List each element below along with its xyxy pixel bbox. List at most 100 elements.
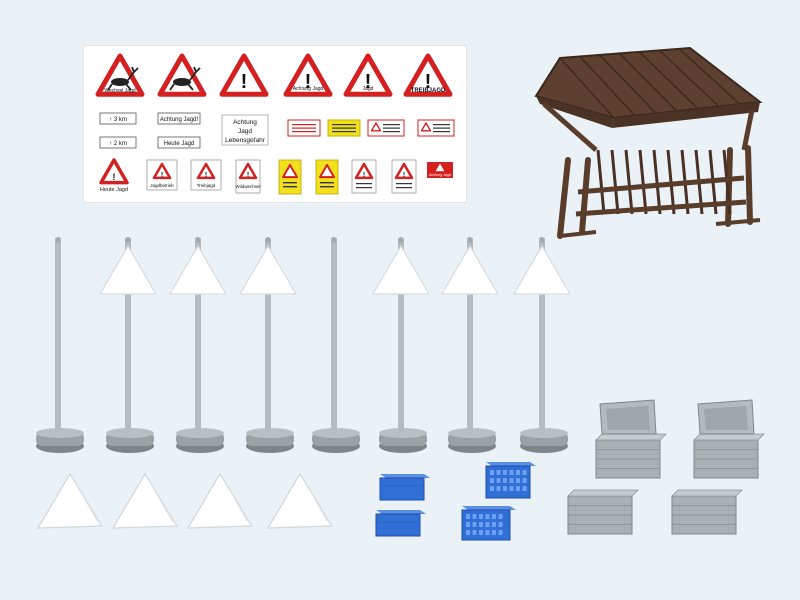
exclamation-icon: ! (425, 71, 432, 93)
crate-mesh-hole (490, 478, 494, 483)
rack-slat (596, 149, 606, 215)
box-top (595, 433, 667, 441)
crate-mesh-hole (490, 486, 494, 491)
blank-triangle-sign (99, 245, 157, 295)
box-top (693, 433, 765, 441)
blue-crate (461, 506, 516, 541)
deer-body (173, 78, 191, 86)
text-plate-decal: Achtung Jagd! (157, 112, 201, 125)
text-line (396, 183, 412, 185)
bottom-row-label: Heute Jagd (100, 187, 128, 193)
small-plate-decal (327, 119, 361, 137)
text-block-line: Achtung (233, 119, 257, 126)
metal-box-open (693, 399, 765, 479)
deer-body (111, 78, 129, 86)
crate-top (376, 510, 426, 514)
deer-legs (169, 66, 201, 91)
crate-mesh-hole (498, 530, 503, 535)
crate-mesh-hole (496, 470, 501, 475)
pole-with-triangle-sign (239, 237, 297, 453)
blue-crate (375, 510, 426, 537)
bottom-row-decal: Achtung Jagd (427, 162, 453, 178)
exclamation-icon: ! (247, 172, 249, 179)
exclamation-icon: ! (365, 71, 372, 93)
mini-triangle (152, 162, 172, 180)
mini-triangle (282, 164, 298, 179)
text-line (396, 187, 412, 189)
crate-mesh-hole (509, 486, 514, 491)
crate-mesh-hole (466, 522, 470, 527)
a-frame-sign (36, 472, 104, 529)
roof-log-line (559, 57, 615, 119)
text-line (356, 187, 372, 189)
bare-pole (312, 237, 360, 453)
rack-slat (610, 149, 620, 215)
roof-edge (536, 96, 614, 128)
pole-shaft (265, 240, 271, 434)
roof-log-line (639, 51, 699, 110)
crate-mesh-hole (492, 530, 496, 535)
a-frame-sign (186, 472, 254, 529)
a-frame-side (70, 474, 102, 526)
feeder-foot (715, 218, 761, 226)
rack-rail (575, 199, 747, 217)
blank-triangle-sign (513, 245, 571, 295)
pole-shaft (539, 240, 545, 434)
crate-mesh-hole (503, 478, 507, 483)
crate-mesh-hole (490, 470, 494, 475)
plate-text-line (383, 131, 400, 133)
triangle-sign-decal: !TREIBJAGD (403, 53, 453, 97)
crate-mesh-hole (522, 478, 527, 483)
exclamation-icon: ! (113, 172, 116, 182)
triangle-sign-label: Wechsel Jagd (104, 88, 136, 94)
rack-slat (624, 149, 634, 215)
crate-mesh-hole (509, 478, 514, 483)
text-line (283, 182, 297, 184)
triangle-sign-border (157, 53, 207, 97)
plate-label: Achtung Jagd! (160, 117, 199, 123)
blank-triangle-sign (441, 245, 499, 295)
blank-triangle-sign (372, 245, 430, 295)
feeder-foot (559, 230, 597, 238)
pole-with-triangle-sign (441, 237, 499, 453)
pole-shaft (398, 240, 404, 434)
feeder-leg (579, 157, 591, 235)
pole-with-triangle-sign (513, 237, 571, 453)
bottom-row-decal: ! (351, 159, 377, 194)
mini-triangle (238, 162, 258, 180)
text-block-line: Lebensgefahr (225, 137, 266, 144)
crate-body (375, 513, 421, 537)
mini-triangle (435, 163, 445, 172)
crate-mesh-hole (516, 470, 520, 475)
roof-support (741, 109, 755, 151)
pole-shaft (331, 240, 337, 434)
crate-mesh-hole (516, 478, 520, 483)
plate-label: ↑ 2 km (109, 141, 127, 147)
plate-text-line (433, 131, 450, 133)
plate-text-line (292, 124, 316, 126)
mini-triangle (196, 162, 216, 180)
triangle-border (99, 158, 129, 185)
pole-shaft (55, 240, 61, 434)
blue-crate (485, 462, 536, 499)
crate-top (462, 506, 516, 510)
crate-mesh-hole (479, 530, 483, 535)
roof-log-line (579, 56, 636, 117)
plate-frame (157, 112, 201, 125)
crate-body (379, 477, 425, 501)
a-frame-sign (111, 472, 179, 529)
blank-triangle-sign (169, 245, 227, 295)
plate-text-line (433, 127, 450, 129)
bottom-row-label: Wildwechsel (235, 184, 260, 189)
metal-box-open (595, 399, 667, 479)
pole-with-triangle-sign (169, 237, 227, 453)
exclamation-icon: ! (205, 172, 207, 179)
crate-mesh-hole (479, 514, 483, 519)
text-line (320, 182, 334, 184)
pole-cap (55, 237, 61, 243)
triangle-sign-border (283, 53, 333, 97)
triangle-sign-decal: Wechsel Jagd (95, 53, 145, 97)
crate-mesh-hole (466, 514, 470, 519)
mini-warning-icon (420, 122, 432, 132)
crate-top (486, 462, 536, 466)
